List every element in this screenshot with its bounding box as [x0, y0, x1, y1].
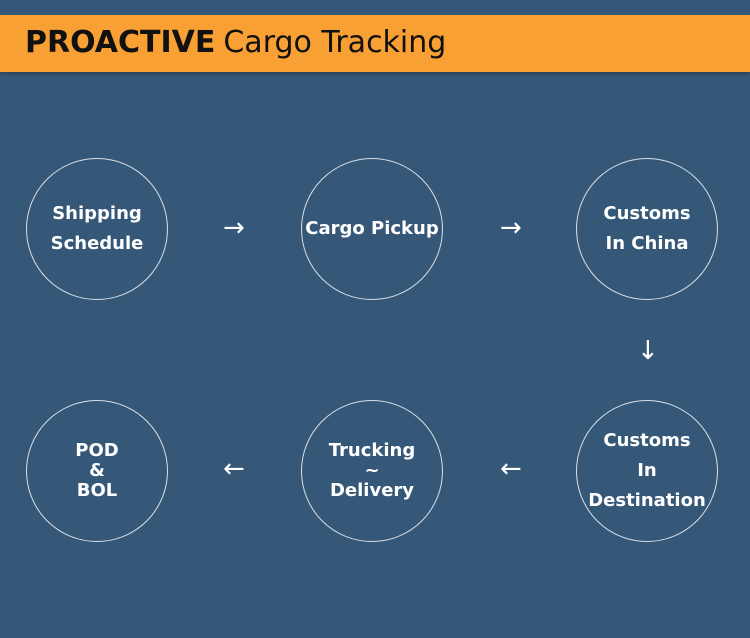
step-label-line: Cargo Pickup: [305, 218, 439, 239]
step-cargo-pickup: Cargo Pickup: [301, 158, 443, 300]
step-label-line: Destination: [588, 490, 706, 511]
step-label-line: &: [89, 460, 105, 481]
arrow-left-icon: ←: [500, 454, 522, 484]
step-label-line: POD: [75, 440, 119, 461]
step-pod-bol: POD & BOL: [26, 400, 168, 542]
step-label-line: In China: [605, 233, 689, 254]
step-label-line: Shipping: [52, 203, 142, 224]
step-label-line: BOL: [76, 480, 118, 501]
arrow-right-icon: →: [500, 213, 522, 243]
step-customs-in-china: Customs In China: [576, 158, 718, 300]
arrow-down-icon: ↓: [637, 336, 659, 366]
step-label-line: Schedule: [50, 233, 144, 254]
arrow-right-icon: →: [223, 213, 245, 243]
step-shipping-schedule: Shipping Schedule: [26, 158, 168, 300]
step-trucking-delivery: Trucking ~ Delivery: [301, 400, 443, 542]
step-label-line: ~: [364, 460, 380, 481]
page-title-subtitle: Cargo Tracking: [223, 25, 447, 60]
arrow-left-icon: ←: [223, 454, 245, 484]
step-label-line: In: [637, 460, 657, 481]
step-label-line: Customs: [603, 430, 691, 451]
step-label-line: Customs: [603, 203, 691, 224]
page-title-brand: PROACTIVE: [25, 25, 216, 60]
step-customs-in-destination: Customs In Destination: [576, 400, 718, 542]
step-label-line: Trucking: [328, 440, 416, 461]
step-label-line: Delivery: [329, 480, 415, 501]
